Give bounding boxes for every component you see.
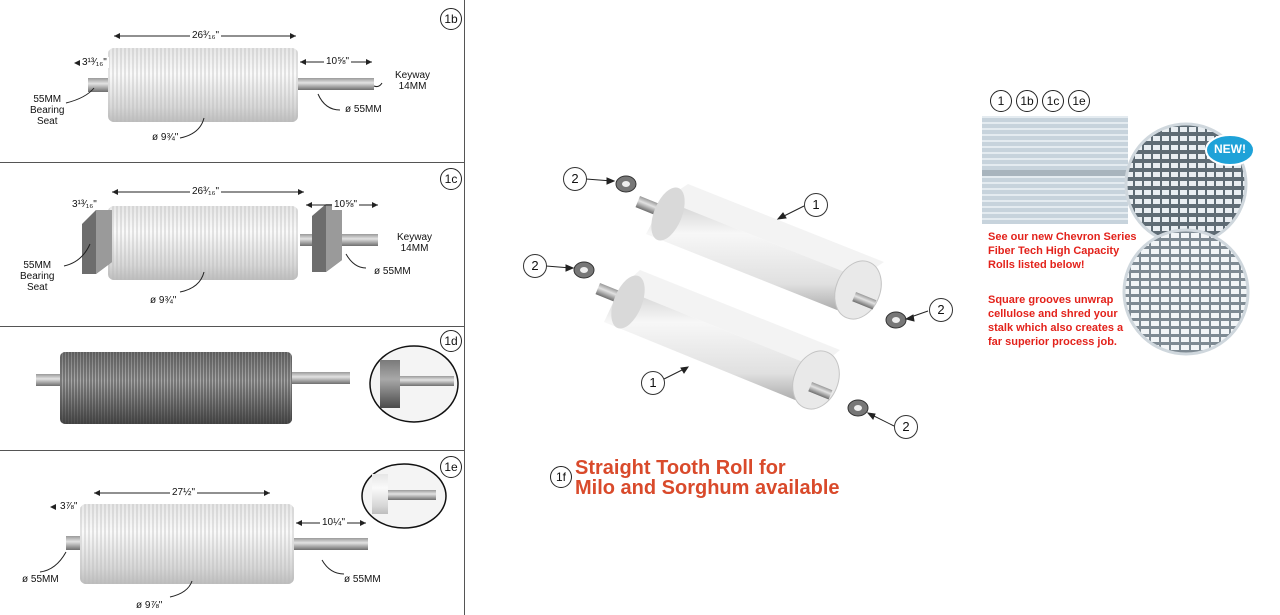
roll-1d-drawing — [36, 345, 459, 424]
roll-1c-drawing — [63, 189, 378, 293]
bearing-seat-label: 55MM Bearing Seat — [20, 260, 55, 293]
new-badge-label: NEW! — [1214, 142, 1246, 156]
length-dimension: 26³⁄₁₆" — [190, 30, 222, 41]
panel-1d: 1d — [0, 326, 464, 451]
panel-1e: 1e 27½" 3⅞" 10¼" ø 55MM ø 55MM ø 9⅞" — [0, 450, 464, 615]
variant-title-line-1: Straight Tooth Roll for — [575, 457, 786, 479]
bearing-lower-left — [573, 261, 595, 279]
callout-leaders — [545, 177, 929, 427]
square-grooves-description: Square grooves unwrap cellulose and shre… — [988, 294, 1124, 348]
lower-roll — [595, 270, 840, 410]
roll-1e-drawing — [39, 463, 447, 598]
roll-diameter-label: ø 9¾" — [152, 132, 179, 143]
roll-badge: 1e — [1068, 90, 1090, 112]
roll-badge: 1 — [990, 90, 1012, 112]
length-dimension: 27½" — [170, 487, 198, 498]
roll-diameter-label: ø 9⅞" — [136, 600, 163, 611]
length-dimension: 26³⁄₁₆" — [190, 186, 222, 197]
bearing-seat-label: 55MM Bearing Seat — [30, 94, 65, 127]
right-shaft-diameter-label: ø 55MM — [344, 574, 381, 585]
bearing-upper-left — [615, 175, 637, 193]
roll-diameter-label: ø 9¾" — [150, 295, 177, 306]
shaft-length-dimension: 10⅝" — [324, 56, 352, 67]
callout-bearing: 2 — [563, 167, 587, 191]
keyway-label: Keyway 14MM — [395, 70, 431, 92]
left-offset-dimension: 3¹³⁄₁₆" — [70, 199, 99, 210]
shaft-diameter-label: ø 55MM — [345, 104, 382, 115]
variant-1f-title: Straight Tooth Roll for Milo and Sorghum… — [575, 458, 840, 498]
closeup-shred-grooves — [1122, 228, 1250, 356]
panel-badge: 1c — [440, 168, 462, 190]
callout-bearing: 2 — [894, 415, 918, 439]
callout-bearing: 2 — [929, 298, 953, 322]
left-offset-dimension: 3⅞" — [58, 501, 80, 512]
upper-roll — [635, 184, 884, 320]
bearing-upper-right — [885, 311, 907, 329]
chevron-promo-text: See our new Chevron Series Fiber Tech Hi… — [988, 231, 1137, 271]
variant-title-line-2: Milo and Sorghum available — [575, 477, 840, 499]
roll-badge: 1c — [1042, 90, 1064, 112]
panel-badge: 1b — [440, 8, 462, 30]
callout-bearing: 2 — [523, 254, 547, 278]
left-shaft-diameter-label: ø 55MM — [22, 574, 59, 585]
shaft-length-dimension: 10⅝" — [332, 199, 360, 210]
new-badge — [1205, 134, 1255, 166]
panel-divider — [464, 0, 465, 615]
panel-badge: 1d — [440, 330, 462, 352]
variant-1f-badge: 1f — [550, 466, 572, 488]
shaft-diameter-label: ø 55MM — [374, 266, 411, 277]
panel-1c: 1c 26³⁄₁₆" 3¹³⁄₁₆" 10⅝" Keyway 14MM 55MM… — [0, 162, 464, 327]
left-offset-dimension: 3¹³⁄₁₆" — [80, 57, 109, 68]
panel-badge: 1e — [440, 456, 462, 478]
shaft-length-dimension: 10¼" — [320, 517, 348, 528]
callout-roll: 1 — [804, 193, 828, 217]
roll-badge: 1b — [1016, 90, 1038, 112]
callout-roll: 1 — [641, 371, 665, 395]
bearing-lower-right — [847, 399, 869, 417]
keyway-label: Keyway 14MM — [397, 232, 433, 254]
panel-1b: 1b — [0, 0, 464, 163]
